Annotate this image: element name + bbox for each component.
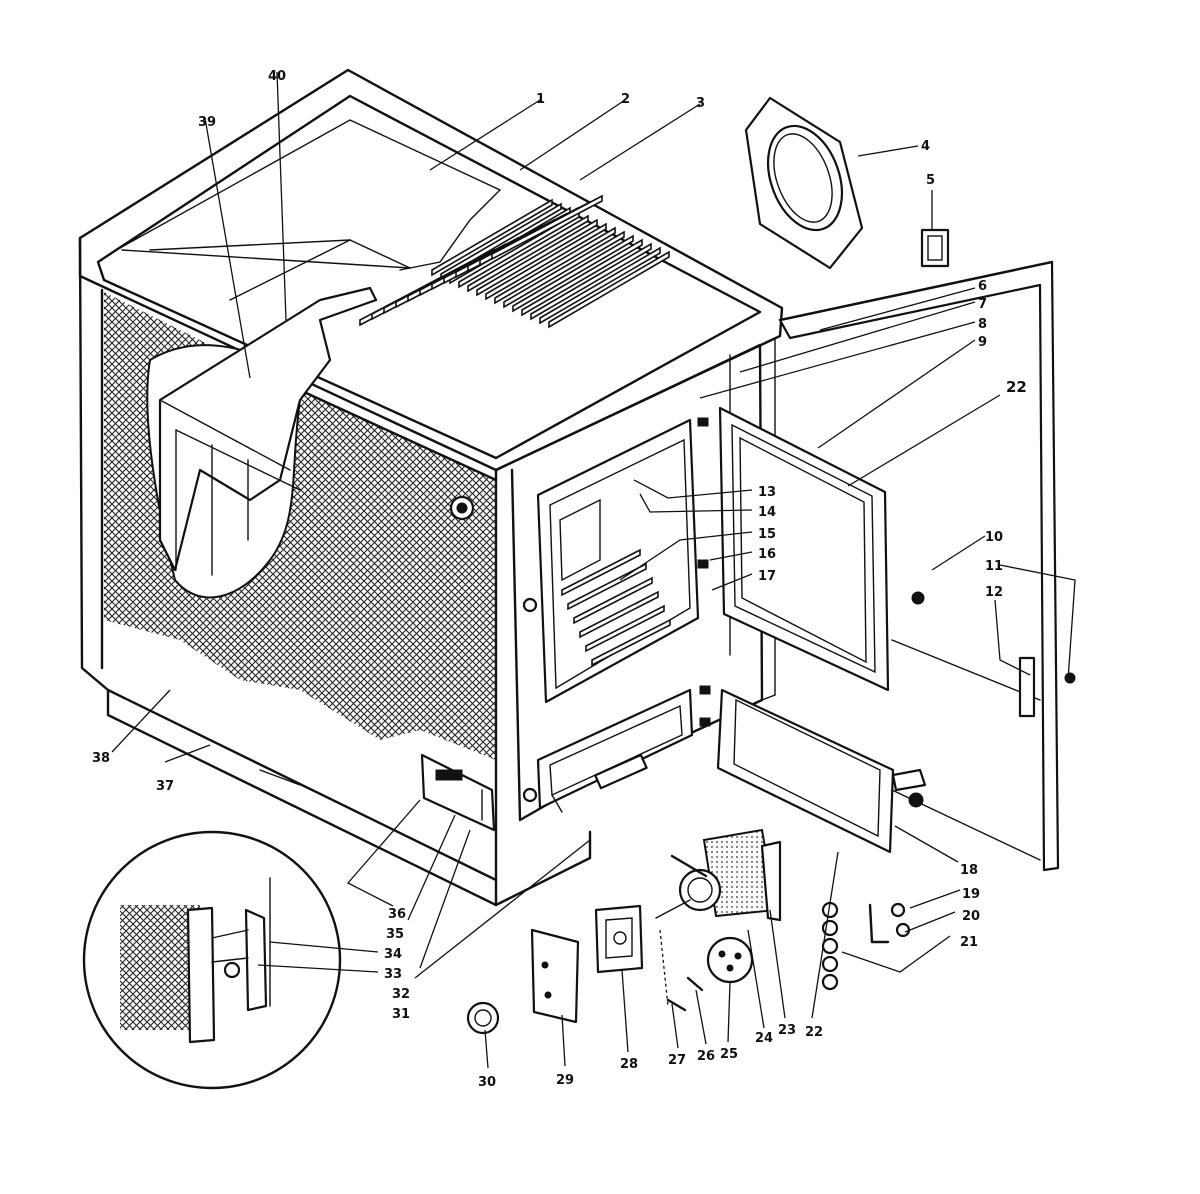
callout-16: 16 [758, 547, 776, 562]
callout-24: 24 [755, 1031, 773, 1046]
detail-inset [82, 830, 342, 1090]
callout-14: 14 [758, 505, 776, 520]
spring-parts-25-27 [659, 929, 754, 1012]
callout-19: 19 [962, 887, 980, 902]
callout-29: 29 [556, 1073, 574, 1088]
callout-10: 10 [985, 530, 1003, 545]
louver-slat [494, 226, 616, 305]
callout-8: 8 [978, 317, 987, 332]
callout-32: 32 [392, 987, 410, 1002]
louver-slat [431, 198, 553, 277]
ash-door [716, 688, 927, 854]
cover-plate-29 [530, 928, 580, 1024]
callout-2: 2 [621, 92, 630, 107]
inner-liner-cutaway [119, 119, 502, 301]
louver-slat [521, 238, 643, 317]
side-access-door [778, 260, 1076, 872]
callout-27: 27 [668, 1053, 686, 1068]
callout-34: 34 [384, 947, 402, 962]
callout-11: 11 [985, 559, 1003, 574]
callout-9: 9 [978, 335, 987, 350]
louver-slat [467, 214, 589, 293]
callout-17: 17 [758, 569, 776, 584]
louver-slat [485, 222, 607, 301]
callout-22: 22 [805, 1025, 823, 1040]
callout-13: 13 [758, 485, 776, 500]
callout-23: 23 [778, 1023, 796, 1038]
fire-door [718, 406, 925, 692]
louver-slat [491, 194, 603, 261]
damper-plate-23 [702, 828, 782, 922]
callout-30: 30 [478, 1075, 496, 1090]
screws-19-21 [821, 901, 911, 991]
louver-slat [458, 210, 580, 289]
callout-38: 38 [92, 751, 110, 766]
callout-37: 37 [156, 779, 174, 794]
louver-slat [530, 242, 652, 321]
louver-slat [476, 218, 598, 297]
louver-slat [539, 246, 661, 325]
base-skirt-37 [259, 769, 301, 786]
internal-baffle [158, 286, 378, 576]
callout-3: 3 [696, 96, 705, 111]
callout-20: 20 [962, 909, 980, 924]
grate-bar [579, 590, 659, 639]
callout-5: 5 [926, 173, 935, 188]
callout-33: 33 [384, 967, 402, 982]
callout-18: 18 [960, 863, 978, 878]
callout-6: 6 [978, 279, 987, 294]
callout-36: 36 [388, 907, 406, 922]
grate-bar [585, 604, 665, 653]
flue-collar-plate [744, 96, 864, 270]
callout-31: 31 [392, 1007, 410, 1022]
top-louvers [359, 194, 670, 329]
louver-slat [548, 250, 670, 329]
mount-bracket-28 [594, 904, 644, 974]
callout-12: 12 [985, 585, 1003, 600]
front-hinges [522, 417, 711, 803]
callout-1: 1 [536, 92, 545, 107]
knob-30 [466, 1001, 500, 1035]
callout-28: 28 [620, 1057, 638, 1072]
louver-slat [512, 234, 634, 313]
louver-slat [503, 230, 625, 309]
grate-bar [591, 618, 671, 667]
control-panel-36 [420, 753, 496, 832]
thermostat-24 [655, 854, 722, 919]
callout-22-extra: 22 [1006, 378, 1027, 396]
callout-7: 7 [978, 297, 987, 312]
callout-39: 39 [198, 115, 216, 130]
callout-25: 25 [720, 1047, 738, 1062]
ash-drawer [536, 688, 694, 813]
callout-35: 35 [386, 927, 404, 942]
grate-bar [573, 576, 653, 625]
callout-labels: 1 2 3 4 5 6 7 8 9 10 11 12 13 14 15 16 1… [92, 69, 1027, 1090]
callout-21: 21 [960, 935, 978, 950]
grate-bar [561, 548, 641, 597]
callout-26: 26 [697, 1049, 715, 1064]
callout-15: 15 [758, 527, 776, 542]
leader-lines [111, 71, 1076, 1069]
side-knob-center [456, 502, 468, 514]
bracket-part-5 [920, 228, 950, 268]
callout-40: 40 [268, 69, 286, 84]
callout-4: 4 [921, 139, 930, 154]
